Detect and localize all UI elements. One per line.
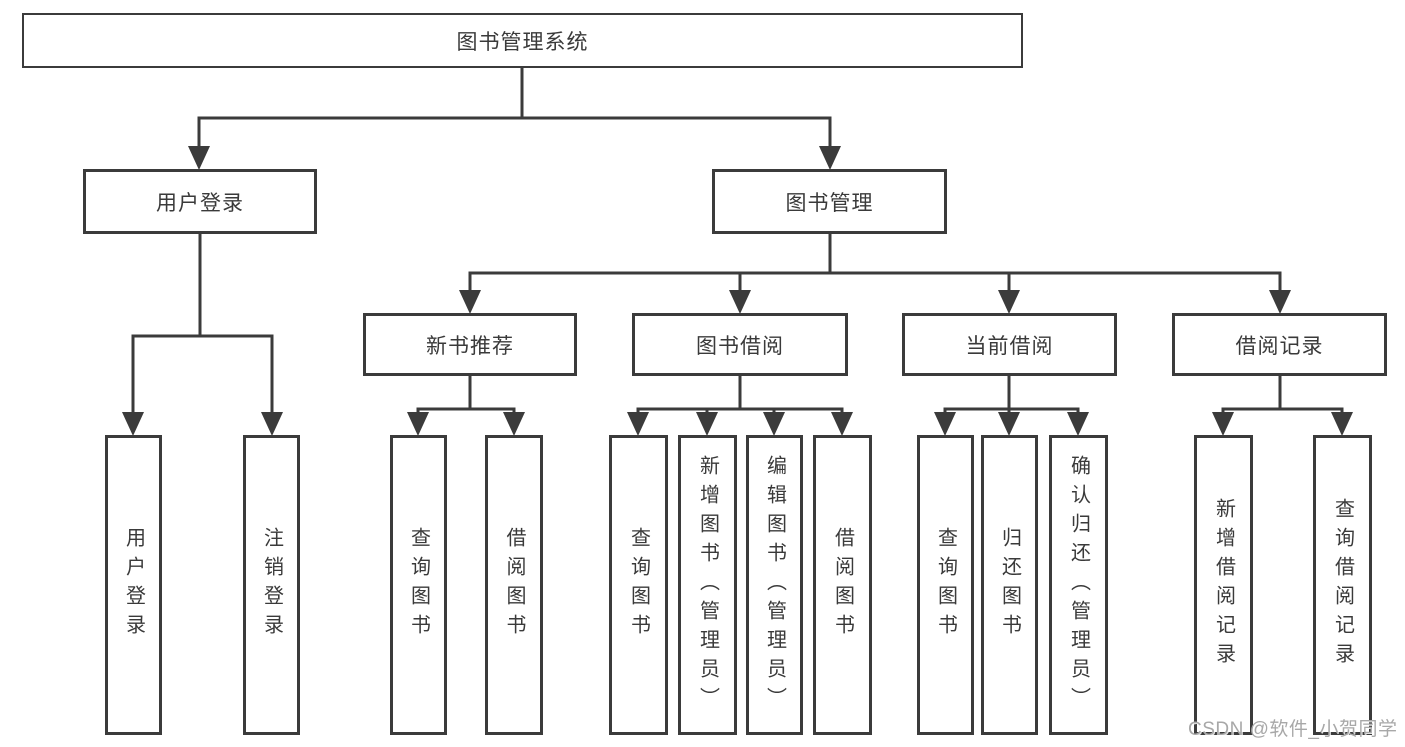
- leaf-label: 编辑图书（管理员）: [763, 454, 786, 716]
- arrow-icon: [407, 412, 429, 436]
- edge-borrow-records-branch: [1221, 374, 1344, 418]
- leaf-query-books-current: 查询图书: [917, 435, 974, 735]
- arrowheads: [122, 146, 1353, 436]
- arrow-icon: [1269, 290, 1291, 314]
- arrow-icon: [819, 146, 841, 170]
- arrow-icon: [729, 290, 751, 314]
- arrow-icon: [998, 412, 1020, 436]
- arrow-icon: [503, 412, 525, 436]
- arrow-icon: [1067, 412, 1089, 436]
- arrow-icon: [763, 412, 785, 436]
- node-user-login: 用户登录: [83, 169, 317, 234]
- arrow-icon: [122, 412, 144, 436]
- csdn-watermark: CSDN @软件_小贺同学: [1188, 719, 1398, 740]
- edge-current-borrow-branch: [943, 374, 1080, 418]
- arrow-icon: [261, 412, 283, 436]
- leaf-label: 归还图书: [998, 527, 1021, 643]
- edge-root: [197, 66, 832, 150]
- node-label: 借阅记录: [1235, 334, 1324, 358]
- leaf-query-books-borrow: 查询图书: [609, 435, 668, 735]
- node-label: 图书借阅: [696, 334, 784, 358]
- arrow-icon: [1212, 412, 1234, 436]
- arrow-icon: [627, 412, 649, 436]
- node-label: 图书管理系统: [456, 30, 589, 54]
- leaf-label: 查询图书: [407, 527, 430, 643]
- node-book-management: 图书管理: [712, 169, 947, 234]
- leaf-borrow-books-recommend: 借阅图书: [485, 435, 543, 735]
- edge-user-login-branch: [131, 232, 274, 418]
- leaf-borrow-books: 借阅图书: [813, 435, 872, 735]
- node-label: 新书推荐: [426, 334, 514, 358]
- node-library-management-system: 图书管理系统: [22, 13, 1023, 68]
- arrow-icon: [831, 412, 853, 436]
- leaf-edit-books-admin: 编辑图书（管理员）: [746, 435, 803, 735]
- leaf-label: 借阅图书: [503, 527, 525, 643]
- leaf-add-books-admin: 新增图书（管理员）: [678, 435, 737, 735]
- edge-new-book-branch: [416, 374, 516, 418]
- leaf-label: 确认归还（管理员）: [1067, 454, 1090, 716]
- node-new-book-recommendation: 新书推荐: [363, 313, 577, 376]
- arrow-icon: [1331, 412, 1353, 436]
- leaf-label: 借阅图书: [831, 527, 854, 643]
- leaf-label: 新增借阅记录: [1212, 498, 1235, 672]
- arrow-icon: [934, 412, 956, 436]
- leaf-label: 查询图书: [934, 527, 957, 643]
- edge-book-borrow-branch: [636, 374, 844, 418]
- leaf-logout: 注销登录: [243, 435, 300, 735]
- arrow-icon: [696, 412, 718, 436]
- leaf-label: 注销登录: [260, 527, 283, 643]
- leaf-confirm-return-admin: 确认归还（管理员）: [1049, 435, 1108, 735]
- leaf-label: 用户登录: [122, 527, 145, 643]
- leaf-return-books: 归还图书: [981, 435, 1038, 735]
- arrow-icon: [188, 146, 210, 170]
- leaf-query-books-recommend: 查询图书: [390, 435, 447, 735]
- node-borrowing-records: 借阅记录: [1172, 313, 1387, 376]
- node-book-borrowing: 图书借阅: [632, 313, 848, 376]
- leaf-add-borrow-record: 新增借阅记录: [1194, 435, 1253, 735]
- node-current-borrowing: 当前借阅: [902, 313, 1117, 376]
- tree-edges: [131, 66, 1344, 418]
- node-label: 用户登录: [156, 191, 244, 215]
- edge-book-management-branch: [468, 232, 1282, 294]
- leaf-label: 查询借阅记录: [1331, 498, 1354, 672]
- node-label: 图书管理: [785, 191, 874, 215]
- arrow-icon: [998, 290, 1020, 314]
- arrow-icon: [459, 290, 481, 314]
- leaf-label: 新增图书（管理员）: [696, 454, 719, 716]
- leaf-label: 查询图书: [627, 527, 650, 643]
- node-label: 当前借阅: [965, 334, 1054, 358]
- leaf-user-login: 用户登录: [105, 435, 162, 735]
- leaf-query-borrow-record: 查询借阅记录: [1313, 435, 1372, 735]
